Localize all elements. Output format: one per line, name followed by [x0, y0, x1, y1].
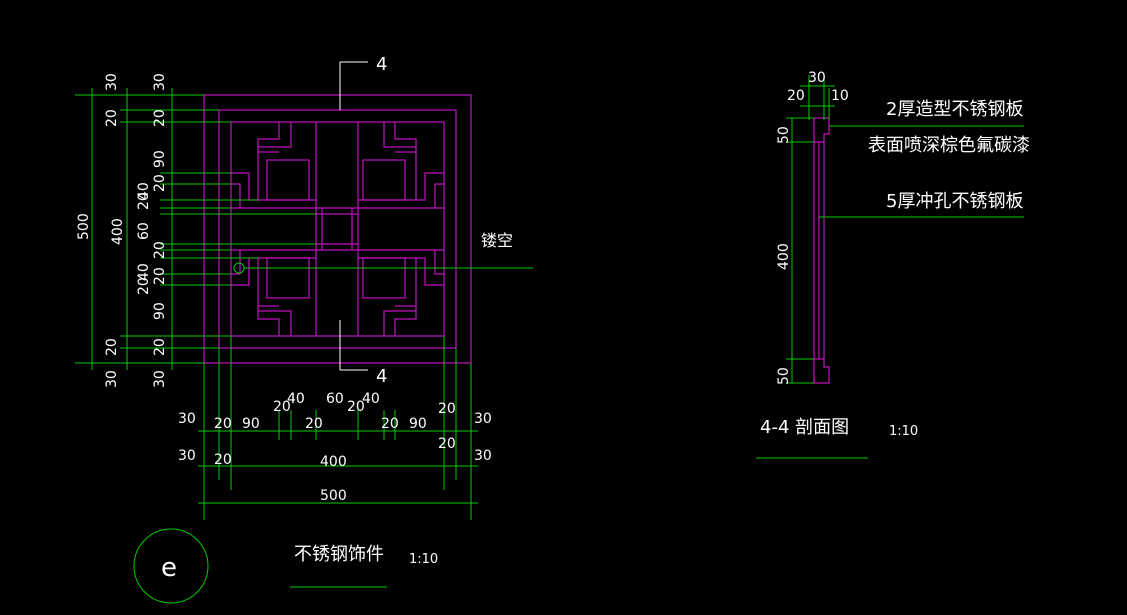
- dim-left-500: 500: [76, 213, 92, 240]
- front-view-title-block: e 不锈钢饰件 1:10: [133, 528, 438, 604]
- dim-left-400: 400: [110, 218, 126, 245]
- dim-bottom-40-a: 40: [287, 391, 305, 407]
- dim-left-20-e: 20: [136, 277, 152, 295]
- hollow-leader-dot: [233, 262, 245, 274]
- section-dim-30: 30: [808, 70, 826, 86]
- hollow-leader: 镂空: [233, 231, 533, 274]
- dim-bottom-90-a: 90: [242, 416, 260, 432]
- dim-left-20-i: 20: [152, 267, 168, 285]
- note2: 5厚冲孔不锈钢板: [886, 191, 1023, 212]
- section-marker-bottom: 4: [339, 320, 387, 387]
- dim-bottom-20-c: 20: [347, 399, 365, 415]
- dim-left-30-bottom: 30: [104, 370, 120, 388]
- dim-bottom-30-left-a: 30: [178, 411, 196, 427]
- dim-bottom-30-right-a: 30: [474, 411, 492, 427]
- section-view: 30 20 10 50 400 50 2厚造型不锈钢板 表面喷深棕色氟碳漆 5厚…: [756, 70, 1030, 459]
- note1-line2: 表面喷深棕色氟碳漆: [868, 135, 1030, 156]
- section-dim-400: 400: [776, 243, 792, 270]
- dim-left-20-h: 20: [104, 338, 120, 356]
- dim-left-20-f: 20: [152, 241, 168, 259]
- dim-bottom-30-left-b: 30: [178, 448, 196, 464]
- panel-frame-inner: [218, 109, 457, 349]
- dim-left-40-b: 40: [136, 263, 152, 281]
- bottom-dimension-chains: 30 30 30 30 20 90 20 40 60 20 40 20 90 2…: [178, 336, 492, 520]
- detail-index-circle: [133, 528, 209, 604]
- dim-bottom-20-f: 20: [305, 416, 323, 432]
- dim-left-20-d: 20: [136, 192, 152, 210]
- dim-left-90-top: 90: [152, 150, 168, 168]
- dim-left-40-a: 40: [136, 182, 152, 200]
- dim-bottom-90-b: 90: [409, 416, 427, 432]
- dim-bottom-20-g: 20: [214, 452, 232, 468]
- section-marker-top-label: 4: [376, 54, 387, 75]
- left-dimension-chains: 500 400 30 30 30 30 20 20 90 20 60 20 40…: [75, 73, 316, 388]
- dim-bottom-30-right-b: 30: [474, 448, 492, 464]
- dim-left-20-g: 20: [152, 338, 168, 356]
- dim-bottom-20-h: 20: [438, 436, 456, 452]
- section-scale: 1:10: [889, 424, 918, 439]
- section-top-profile: [813, 117, 830, 143]
- lattice-quadrant-bottom-left: [231, 250, 316, 336]
- dim-bottom-20-b: 20: [273, 399, 291, 415]
- front-view-scale: 1:10: [409, 552, 438, 567]
- section-title: 4-4 剖面图: [760, 417, 849, 438]
- detail-index-label: e: [161, 553, 177, 583]
- lattice-quadrant-top-left: [231, 122, 316, 208]
- section-dim-50-top: 50: [776, 126, 792, 144]
- dim-left-20-a: 20: [104, 109, 120, 127]
- lattice-quadrant-top-right: [358, 122, 444, 208]
- dim-bottom-20-e: 20: [438, 401, 456, 417]
- section-marker-bottom-label: 4: [376, 366, 387, 387]
- dim-left-20-b: 20: [152, 109, 168, 127]
- hollow-label: 镂空: [481, 231, 513, 250]
- note1-line1: 2厚造型不锈钢板: [886, 99, 1023, 120]
- section-dim-10: 10: [831, 88, 849, 104]
- dim-bottom-20-a: 20: [214, 416, 232, 432]
- front-view-title: 不锈钢饰件: [294, 544, 384, 565]
- dim-left-60: 60: [136, 222, 152, 240]
- section-bottom-profile: [813, 358, 830, 384]
- lattice-boundary: [230, 121, 445, 337]
- panel-outer-border: [203, 94, 472, 364]
- section-dim-20: 20: [787, 88, 805, 104]
- dim-left-20-c: 20: [152, 174, 168, 192]
- lattice-quadrant-bottom-right: [358, 250, 444, 336]
- dim-bottom-60: 60: [326, 391, 344, 407]
- dim-left2-30-top: 30: [152, 73, 168, 91]
- dim-bottom-400: 400: [320, 454, 347, 470]
- section-marker-top: 4: [339, 54, 387, 110]
- dim-left-30-top: 30: [104, 73, 120, 91]
- dim-bottom-40-b: 40: [362, 391, 380, 407]
- dim-left2-30-bottom: 30: [152, 370, 168, 388]
- dim-left-90-bottom: 90: [152, 302, 168, 320]
- dim-bottom-20-d: 20: [381, 416, 399, 432]
- section-dim-50-bottom: 50: [776, 367, 792, 385]
- dim-bottom-500: 500: [320, 488, 347, 504]
- panel-front-view: [203, 94, 472, 364]
